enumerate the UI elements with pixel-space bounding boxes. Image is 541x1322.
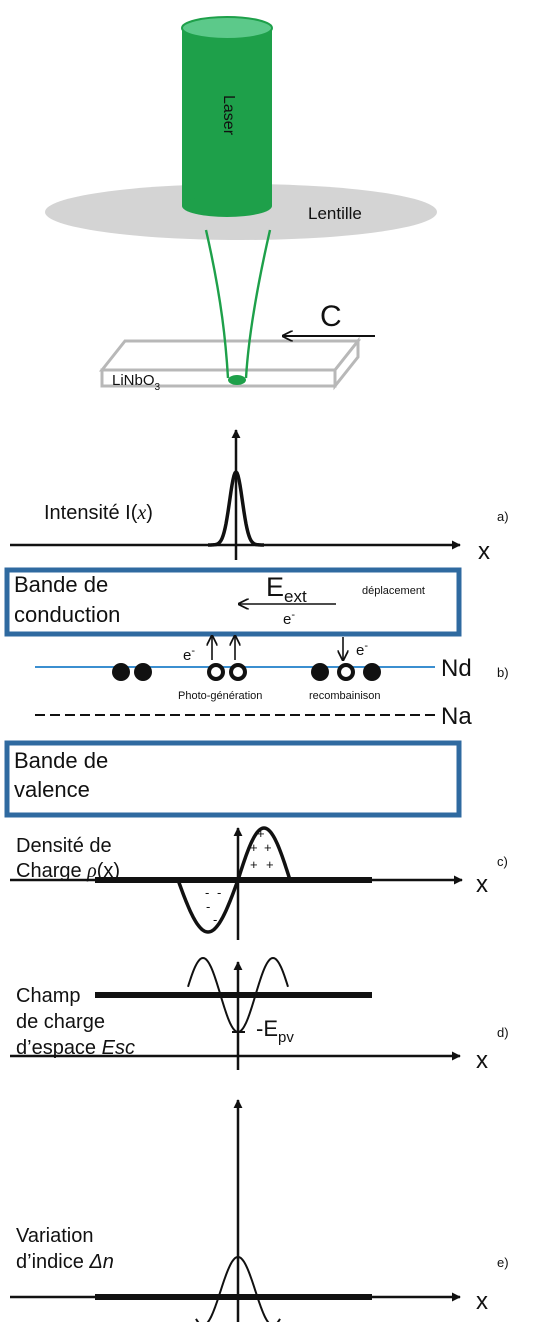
intensity-label: Intensité I(x): [44, 502, 153, 524]
positive-charges: + + + + +: [250, 826, 274, 872]
crystal-label: LiNbO3: [112, 372, 161, 393]
ionized-donor: [207, 663, 225, 681]
photo-generation-label: Photo-génération: [178, 690, 262, 702]
valence-label-line1: Bande de: [14, 748, 108, 773]
ionized-donor: [229, 663, 247, 681]
intensity-profile: [208, 469, 264, 547]
generated-electron-label: e-: [183, 645, 195, 664]
displacement-label: déplacement: [362, 585, 425, 597]
minus-sign: -: [205, 885, 209, 900]
index-change-curve: [195, 1255, 281, 1322]
charge-density-curve: [160, 826, 300, 934]
index-label-line2: d’indice Δn: [16, 1251, 114, 1273]
focal-spot: [228, 375, 246, 385]
recombination-label: recombainison: [309, 690, 381, 702]
donor-level-label: Nd: [441, 655, 472, 682]
charge-density-label-line2: Charge ρ(x): [16, 860, 120, 882]
electron-under-arrow: e-: [283, 609, 295, 628]
panel-b: Bande de conduction Eext e- déplacement …: [4, 567, 509, 818]
plus-sign: +: [257, 826, 265, 841]
plus-sign: +: [250, 840, 258, 855]
charge-density-label-line1: Densité de: [16, 835, 112, 857]
panel-d-letter: d): [497, 1025, 509, 1040]
conduction-label-line1: Bande de: [14, 572, 108, 597]
donor-filled: [112, 663, 130, 681]
minus-sign: -: [217, 885, 221, 900]
donor-filled: [311, 663, 329, 681]
plus-sign: +: [264, 840, 272, 855]
lens-label: Lentille: [308, 204, 362, 223]
laser-cylinder: Laser: [181, 16, 273, 217]
space-charge-label-line3: d’espace Esc: [16, 1037, 135, 1059]
panel-d-x-label: x: [476, 1047, 488, 1074]
panel-c: + + + + + - - - - Densité de Charge ρ(x)…: [10, 826, 508, 940]
conduction-label-line2: conduction: [14, 602, 120, 627]
panel-b-letter: b): [497, 665, 509, 680]
space-charge-label-line1: Champ: [16, 985, 80, 1007]
donor-filled: [363, 663, 381, 681]
panel-e-letter: e): [497, 1255, 509, 1270]
panel-d: -Epv Champ de charge d’espace Esc x d): [10, 956, 509, 1074]
plus-sign: +: [250, 857, 258, 872]
ionized-donor: [337, 663, 355, 681]
c-axis-label: C: [320, 300, 342, 333]
panel-a: Intensité I(x) x a): [10, 429, 509, 565]
laser-setup: LiNbO3 Laser Lentille C: [45, 16, 437, 393]
valence-label-line2: valence: [14, 777, 90, 802]
panel-c-letter: c): [497, 854, 508, 869]
index-label-line1: Variation: [16, 1225, 93, 1247]
valence-band: [4, 740, 462, 818]
epv-label: -Epv: [256, 1016, 294, 1046]
conduction-band: [4, 567, 462, 637]
minus-sign: -: [206, 899, 210, 914]
laser-label: Laser: [220, 95, 237, 136]
focused-beam: [204, 229, 272, 379]
panel-e-x-label: x: [476, 1288, 488, 1315]
panel-a-x-label: x: [478, 538, 490, 565]
minus-sign: -: [213, 912, 217, 927]
plus-sign: +: [266, 857, 274, 872]
panel-e: Variation d’indice Δn x e): [10, 1099, 509, 1322]
donor-filled: [134, 663, 152, 681]
space-charge-label-line2: de charge: [16, 1011, 105, 1033]
recombining-electron-label: e-: [356, 640, 368, 659]
panel-a-letter: a): [497, 509, 509, 524]
negative-charges: - - - -: [205, 885, 221, 927]
crystal-slab: LiNbO3: [98, 336, 362, 393]
panel-c-x-label: x: [476, 871, 488, 898]
external-field-label: Eext: [266, 572, 307, 606]
acceptor-level-label: Na: [441, 703, 472, 730]
